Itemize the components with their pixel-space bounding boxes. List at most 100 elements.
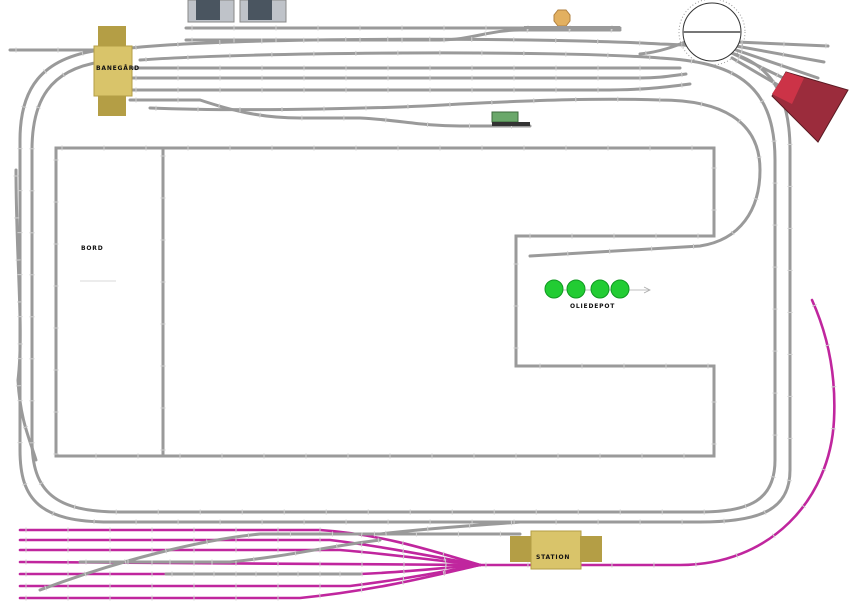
tie-mark (690, 58, 693, 64)
station-label: STATION (536, 554, 570, 561)
tie-mark (756, 156, 762, 159)
tie-mark (22, 426, 28, 429)
tie-mark (771, 533, 776, 538)
yard-track-2 (184, 28, 622, 42)
engine-shed-icon (771, 71, 849, 143)
tie-mark (21, 105, 27, 109)
banegard-building-icon (93, 26, 133, 116)
tie-mark (164, 548, 168, 554)
tie-mark (294, 550, 297, 556)
loop-track-3 (148, 97, 762, 258)
tie-mark (830, 428, 836, 430)
tie-mark (38, 481, 44, 485)
tie-mark (763, 509, 767, 515)
tie-mark (737, 119, 742, 124)
inner-loop-track (30, 51, 777, 514)
oil-tank-icon (566, 279, 586, 299)
tie-mark (401, 540, 404, 546)
oil-depot-tanks (544, 279, 651, 299)
track-ties (13, 25, 837, 601)
tie-mark (335, 543, 338, 549)
tie-mark (811, 304, 817, 307)
tie-mark (442, 570, 445, 576)
tie-mark (759, 99, 765, 103)
board-outline (54, 146, 716, 458)
tie-mark (442, 551, 445, 557)
oil-tank-icon (590, 279, 610, 299)
tie-mark (735, 552, 739, 558)
tie-mark (700, 101, 703, 107)
tie-mark (360, 532, 363, 538)
tie-mark (402, 553, 405, 559)
tie-mark (81, 50, 84, 56)
tie-mark (753, 197, 759, 201)
yard-track-5 (128, 72, 688, 80)
tie-mark (319, 593, 321, 599)
tie-mark (737, 54, 741, 60)
tie-mark (744, 503, 747, 509)
tie-mark (824, 344, 831, 347)
bord-label: BORD (81, 245, 103, 252)
tie-mark (124, 559, 127, 565)
tie-mark (735, 58, 739, 64)
turntable-icon (678, 0, 746, 66)
tie-mark (443, 555, 446, 562)
station-yard-grey (38, 520, 522, 592)
tie-mark (61, 72, 66, 78)
tie-mark (680, 71, 683, 78)
tie-mark (253, 556, 255, 562)
tie-mark (730, 230, 735, 236)
outer-loop-track (18, 37, 792, 524)
tie-mark (786, 479, 792, 482)
tie-mark (247, 532, 250, 538)
tie-mark (35, 106, 41, 109)
siding-short (524, 26, 620, 29)
tie-mark (780, 62, 783, 69)
water-tower-icon (553, 9, 571, 27)
tie-mark (360, 587, 363, 593)
tie-mark (84, 571, 87, 577)
yard-track-6 (128, 82, 692, 92)
banegard-label: BANEGÅRD (96, 65, 140, 72)
tie-mark (730, 70, 734, 76)
tie-mark (51, 510, 55, 516)
tie-mark (645, 50, 647, 56)
loop-track-4 (14, 168, 38, 462)
station-building-icon (510, 530, 602, 570)
tie-mark (770, 475, 776, 479)
tie-mark (775, 72, 779, 78)
tie-mark (771, 79, 776, 85)
oliedepot-label: OLIEDEPOT (570, 303, 615, 310)
tie-mark (782, 52, 785, 58)
tie-mark (259, 112, 261, 118)
branch-line-magenta (478, 298, 836, 567)
tie-mark (206, 539, 208, 545)
tie-mark (377, 537, 380, 543)
tie-mark (44, 585, 47, 591)
tie-mark (73, 504, 76, 510)
tie-mark (771, 140, 777, 142)
oil-tank-icon (544, 279, 564, 299)
tie-mark (740, 44, 743, 50)
tie-mark (801, 504, 806, 509)
tie-mark (22, 482, 28, 486)
warehouse-buildings (187, 0, 287, 23)
tie-mark (385, 530, 387, 536)
oil-tank-icon (610, 279, 630, 299)
tie-mark (360, 541, 363, 547)
tie-mark (758, 66, 763, 71)
wagon-icon (491, 111, 530, 126)
tie-mark (821, 468, 827, 471)
tie-mark (740, 49, 743, 55)
tie-mark (385, 117, 387, 123)
tie-mark (43, 69, 48, 74)
tie-mark (443, 568, 446, 574)
tie-mark (484, 31, 487, 37)
station-yard-magenta (18, 528, 482, 600)
tie-mark (402, 548, 405, 554)
tie-mark (361, 581, 363, 588)
tie-mark (402, 575, 405, 581)
tie-mark (680, 82, 683, 88)
tie-mark (401, 579, 404, 585)
